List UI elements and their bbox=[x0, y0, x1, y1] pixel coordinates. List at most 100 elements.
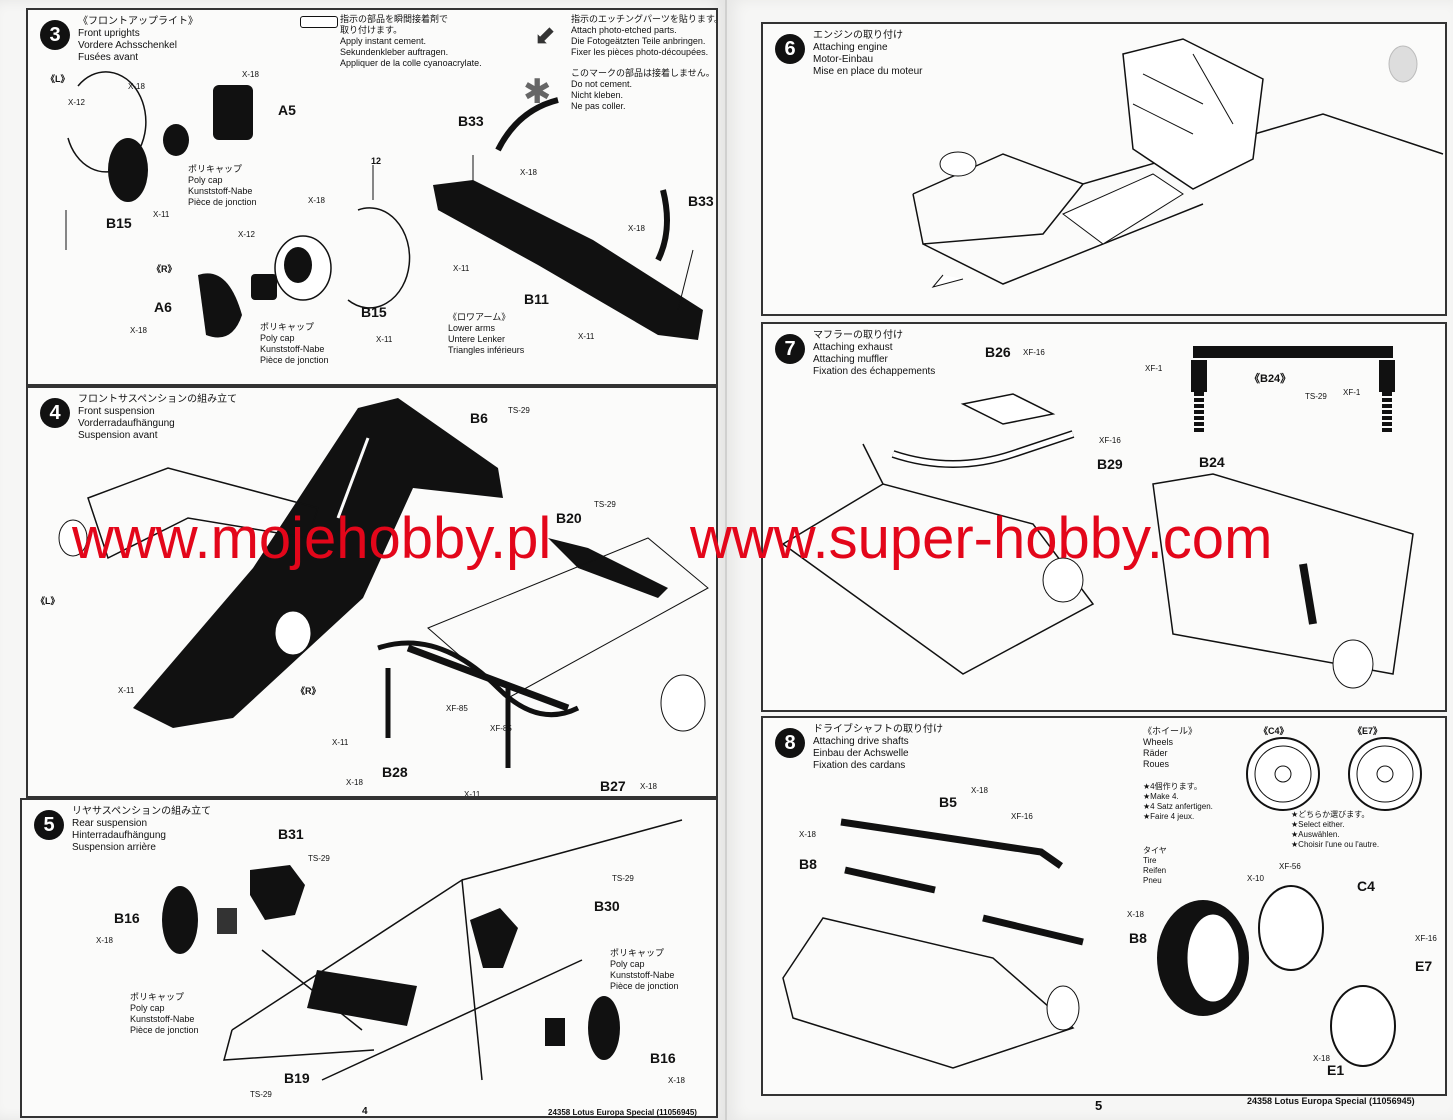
code-label: XF-85 bbox=[490, 724, 512, 733]
code-label: X-18 bbox=[971, 786, 988, 795]
code-label: X-11 bbox=[464, 790, 481, 798]
polycap-note-a: ポリキャップ Poly cap Kunststoff-Nabe Pièce de… bbox=[188, 164, 257, 207]
step7-number: 7 bbox=[775, 334, 805, 364]
part-label: B24 bbox=[1199, 454, 1225, 470]
left-footer: 24358 Lotus Europa Special (11056945) bbox=[548, 1108, 697, 1117]
part-label: B8 bbox=[799, 856, 817, 872]
code-label: X-12 bbox=[68, 98, 85, 107]
step4-title: フロントサスペンションの組み立て Front suspension Vorder… bbox=[78, 394, 238, 441]
right-page-number: 5 bbox=[1095, 1098, 1103, 1113]
left-page: 3 《フロントアップライト》 Front uprights Vordere Ac… bbox=[0, 0, 726, 1120]
part-label: C4 bbox=[1357, 878, 1375, 894]
code-label: X-11 bbox=[453, 264, 470, 273]
cement-note: 指示の部品を瞬間接着剤で 取り付けます。 Apply instant cemen… bbox=[340, 14, 482, 68]
left-side-label: 《L》 bbox=[46, 74, 70, 84]
code-label: XF-1 bbox=[1145, 364, 1163, 373]
code-label: X-18 bbox=[346, 778, 363, 787]
code-label: TS-29 bbox=[594, 500, 616, 509]
step3-diagram bbox=[65, 71, 703, 340]
code-label: X-11 bbox=[118, 686, 135, 695]
right-page: 6 エンジンの取り付け Attaching engine Motor-Einba… bbox=[727, 0, 1453, 1120]
code-label: XF-85 bbox=[446, 704, 468, 713]
code-label: X-11 bbox=[578, 332, 595, 341]
code-label: XF-16 bbox=[1099, 436, 1121, 445]
part-label: B16 bbox=[114, 910, 140, 926]
code-label: X-18 bbox=[628, 224, 645, 233]
code-label: X-18 bbox=[96, 936, 113, 945]
step6-number: 6 bbox=[775, 34, 805, 64]
step7-diagram bbox=[781, 346, 1414, 689]
right-side-label: 《R》 bbox=[152, 264, 177, 274]
code-label: XF-16 bbox=[1415, 934, 1437, 943]
step5-number: 5 bbox=[34, 810, 64, 840]
code-label: X-11 bbox=[153, 210, 170, 219]
code-label: X-18 bbox=[668, 1076, 685, 1085]
part-label: B15 bbox=[361, 304, 387, 320]
code-label: X-12 bbox=[238, 230, 255, 239]
step5-diagram bbox=[162, 819, 683, 1081]
code-label: X-11 bbox=[376, 335, 393, 344]
code-label: TS-29 bbox=[508, 406, 530, 415]
step8-panel: 8 ドライブシャフトの取り付け Attaching drive shafts E… bbox=[761, 716, 1447, 1096]
wheel-option-e7: 《E7》 bbox=[1353, 726, 1383, 736]
part-label: B16 bbox=[650, 1050, 676, 1066]
part-label: B8 bbox=[1129, 930, 1147, 946]
part-label: B33 bbox=[458, 113, 484, 129]
code-label: X-18 bbox=[308, 196, 325, 205]
code-label: XF-56 bbox=[1279, 862, 1301, 871]
photo-etched-note: 指示のエッチングパーツを貼ります。 Attach photo-etched pa… bbox=[571, 14, 718, 57]
step4-diagram bbox=[58, 398, 709, 768]
step3-number: 3 bbox=[40, 20, 70, 50]
step5-panel: 5 リヤサスペンションの組み立て Rear suspension Hinterr… bbox=[20, 798, 718, 1118]
lower-arms-note: 《ロワアーム》 Lower arms Untere Lenker Triangl… bbox=[448, 312, 525, 355]
left-page-number: 4 bbox=[362, 1106, 368, 1117]
step8-number: 8 bbox=[775, 728, 805, 758]
code-label: X-10 bbox=[1247, 874, 1264, 883]
step4-panel: 4 フロントサスペンションの組み立て Front suspension Vord… bbox=[26, 386, 718, 798]
right-footer: 24358 Lotus Europa Special (11056945) bbox=[1247, 1096, 1415, 1106]
code-label: X-18 bbox=[1127, 910, 1144, 919]
part-label: B29 bbox=[1097, 456, 1123, 472]
code-label: X-18 bbox=[130, 326, 147, 335]
select-note: ★どちらか選びます。 ★Select either. ★Auswählen. ★… bbox=[1291, 810, 1380, 849]
polycap-note-b: ポリキャップ Poly cap Kunststoff-Nabe Pièce de… bbox=[260, 322, 329, 365]
page-gutter bbox=[725, 0, 728, 1120]
code-label: X-18 bbox=[242, 70, 259, 79]
polycap-note-b: ポリキャップ Poly cap Kunststoff-Nabe Pièce de… bbox=[610, 948, 679, 991]
code-label: X-11 bbox=[332, 738, 349, 747]
code-label: XF-16 bbox=[1011, 812, 1033, 821]
part-label: E7 bbox=[1415, 958, 1433, 974]
part-label: B30 bbox=[594, 898, 620, 914]
part-label: E1 bbox=[1327, 1062, 1345, 1078]
part-label: B33 bbox=[688, 193, 714, 209]
code-label: X-18 bbox=[799, 830, 816, 839]
part-label: B19 bbox=[284, 1070, 310, 1086]
part-label: B5 bbox=[939, 794, 957, 810]
part-label: B28 bbox=[382, 764, 408, 780]
part-label: 《B24》 bbox=[1249, 373, 1292, 385]
step3-panel: 3 《フロントアップライト》 Front uprights Vordere Ac… bbox=[26, 8, 718, 386]
code-label: TS-29 bbox=[612, 874, 634, 883]
wheels-note: 《ホイール》 Wheels Räder Roues bbox=[1143, 726, 1198, 769]
code-label: TS-29 bbox=[308, 854, 330, 863]
step3-title: 《フロントアップライト》 Front uprights Vordere Achs… bbox=[78, 16, 198, 63]
code-label: X-18 bbox=[1313, 1054, 1330, 1063]
step6-diagram bbox=[912, 38, 1444, 288]
part-label: B27 bbox=[600, 778, 626, 794]
step6-panel: 6 エンジンの取り付け Attaching engine Motor-Einba… bbox=[761, 22, 1447, 316]
part-label: B6 bbox=[470, 410, 488, 426]
step7-panel: 7 マフラーの取り付け Attaching exhaust Attaching … bbox=[761, 322, 1447, 712]
part-label: B11 bbox=[524, 291, 549, 307]
part-label: B20 bbox=[556, 510, 582, 526]
wheel-option-c4: 《C4》 bbox=[1259, 726, 1289, 736]
code-label: X-18 bbox=[520, 168, 537, 177]
tire-note: タイヤ Tire Reifen Pneu bbox=[1143, 846, 1167, 885]
polycap-note-a: ポリキャップ Poly cap Kunststoff-Nabe Pièce de… bbox=[130, 992, 199, 1035]
step7-title: マフラーの取り付け Attaching exhaust Attaching mu… bbox=[813, 330, 936, 377]
step4-number: 4 bbox=[40, 398, 70, 428]
code-label: X-18 bbox=[128, 82, 145, 91]
make4-note: ★4個作ります。 ★Make 4. ★4 Satz anfertigen. ★F… bbox=[1143, 782, 1213, 821]
part-label: B26 bbox=[985, 344, 1011, 360]
step5-title: リヤサスペンションの組み立て Rear suspension Hinterrad… bbox=[72, 806, 212, 853]
right-side-label: 《R》 bbox=[296, 686, 321, 696]
